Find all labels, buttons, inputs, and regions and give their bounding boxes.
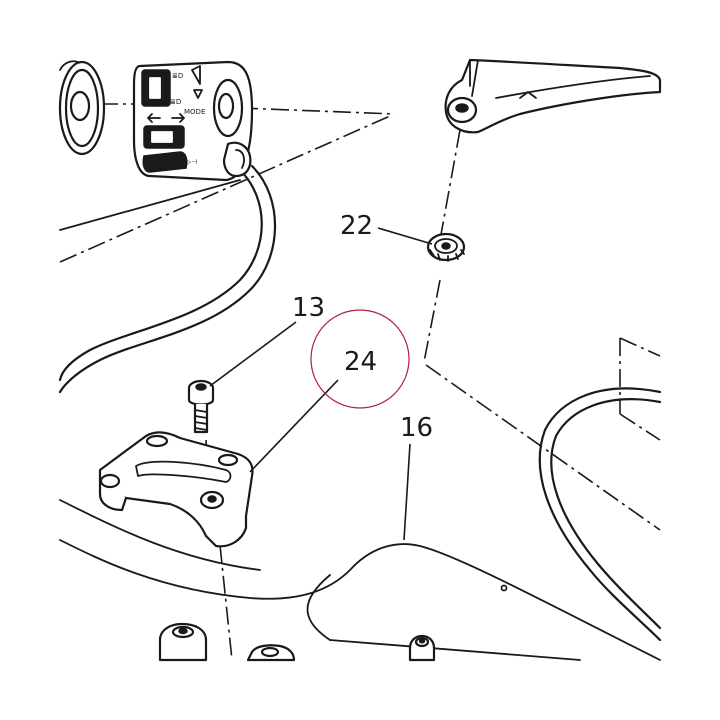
washer-22 [426,232,466,262]
mode-label: MODE [184,108,205,116]
frame-outline [59,179,662,661]
lower-bolts [158,622,436,662]
handlebar-switch-assembly: ≣D ≣D MODE ▷⊣ [132,60,254,182]
callout-16: 16 [400,413,433,443]
svg-text:▷⊣: ▷⊣ [186,158,197,166]
handlebar-clamp-24 [98,431,254,548]
assembly-axes [59,103,661,661]
horn-button [142,151,188,173]
screw-13 [187,379,215,434]
callout-24: 24 [344,347,377,377]
callout-22: 22 [340,211,373,241]
washer-left [58,60,106,156]
callout-13: 13 [292,293,325,323]
lever-pivot-assembly [444,58,662,134]
svg-text:≣D: ≣D [172,72,183,80]
leader-lines [209,227,433,541]
switch-cable [58,164,277,394]
highlight-circle [310,309,410,409]
svg-text:≣D: ≣D [170,98,181,106]
